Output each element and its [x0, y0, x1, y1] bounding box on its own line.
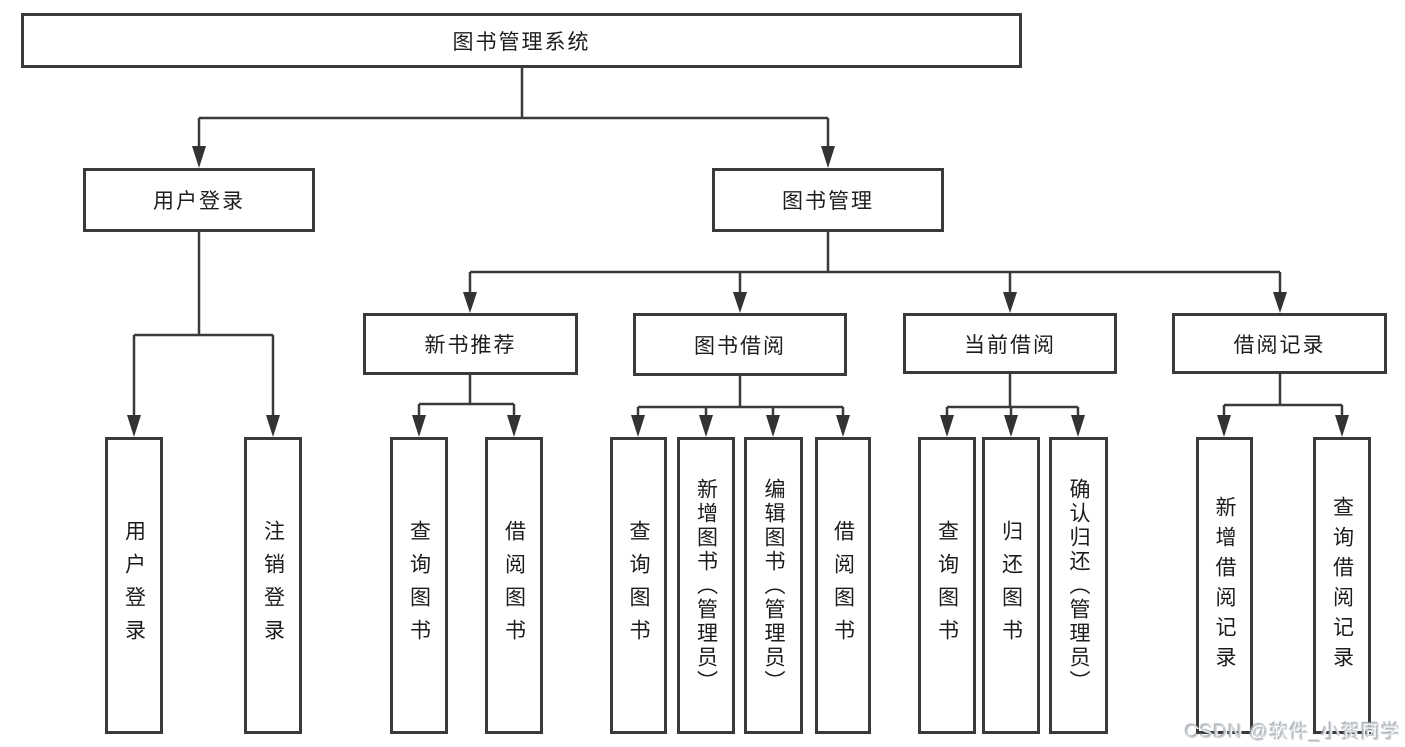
leaf-add-book-admin: 新增图书（管理员） [677, 437, 735, 734]
leaf-query-books-recommend: 查询图书 [390, 437, 448, 734]
node-label: 用户登录 [153, 190, 245, 213]
leaf-label: 新增图书（管理员） [694, 477, 718, 694]
node-label: 图书管理系统 [452, 30, 591, 54]
leaf-edit-book-admin: 编辑图书（管理员） [744, 437, 803, 734]
node-user-login: 用户登录 [83, 168, 315, 232]
node-borrowing-records: 借阅记录 [1172, 313, 1387, 374]
leaf-borrow-books-borrowing: 借阅图书 [815, 437, 871, 734]
leaf-label: 确认归还（管理员） [1067, 477, 1090, 694]
leaf-query-books-borrowing: 查询图书 [610, 437, 667, 734]
leaf-label: 用户登录 [122, 519, 146, 652]
leaf-label: 查询借阅记录 [1330, 495, 1354, 676]
leaf-label: 注销登录 [261, 519, 285, 652]
leaf-label: 新增借阅记录 [1213, 495, 1236, 676]
leaf-query-books-current: 查询图书 [918, 437, 976, 734]
leaf-logout-login: 注销登录 [244, 437, 302, 734]
leaf-label: 归还图书 [999, 519, 1023, 652]
leaf-add-borrow-record: 新增借阅记录 [1196, 437, 1253, 734]
node-label: 图书管理 [782, 190, 874, 213]
leaf-label: 借阅图书 [502, 519, 526, 652]
csdn-watermark: CSDN @软件_小贺同学 [1185, 722, 1401, 743]
leaf-query-borrow-record: 查询借阅记录 [1313, 437, 1371, 734]
node-book-borrowing: 图书借阅 [633, 313, 847, 376]
leaf-borrow-books-recommend: 借阅图书 [485, 437, 543, 734]
leaf-confirm-return-admin: 确认归还（管理员） [1049, 437, 1108, 734]
leaf-label: 编辑图书（管理员） [762, 477, 785, 694]
leaf-user-login: 用户登录 [105, 437, 163, 734]
node-label: 当前借阅 [964, 333, 1056, 357]
leaf-label: 借阅图书 [831, 519, 855, 652]
node-book-management: 图书管理 [712, 168, 944, 232]
node-library-management-system: 图书管理系统 [21, 13, 1022, 68]
leaf-return-books: 归还图书 [982, 437, 1040, 734]
node-label: 图书借阅 [694, 334, 786, 358]
leaf-label: 查询图书 [935, 519, 959, 652]
node-label: 借阅记录 [1233, 333, 1326, 357]
leaf-label: 查询图书 [407, 519, 431, 652]
node-current-borrowing: 当前借阅 [903, 313, 1117, 374]
leaf-label: 查询图书 [627, 519, 650, 652]
node-new-book-recommend: 新书推荐 [363, 313, 578, 375]
node-label: 新书推荐 [424, 334, 517, 357]
